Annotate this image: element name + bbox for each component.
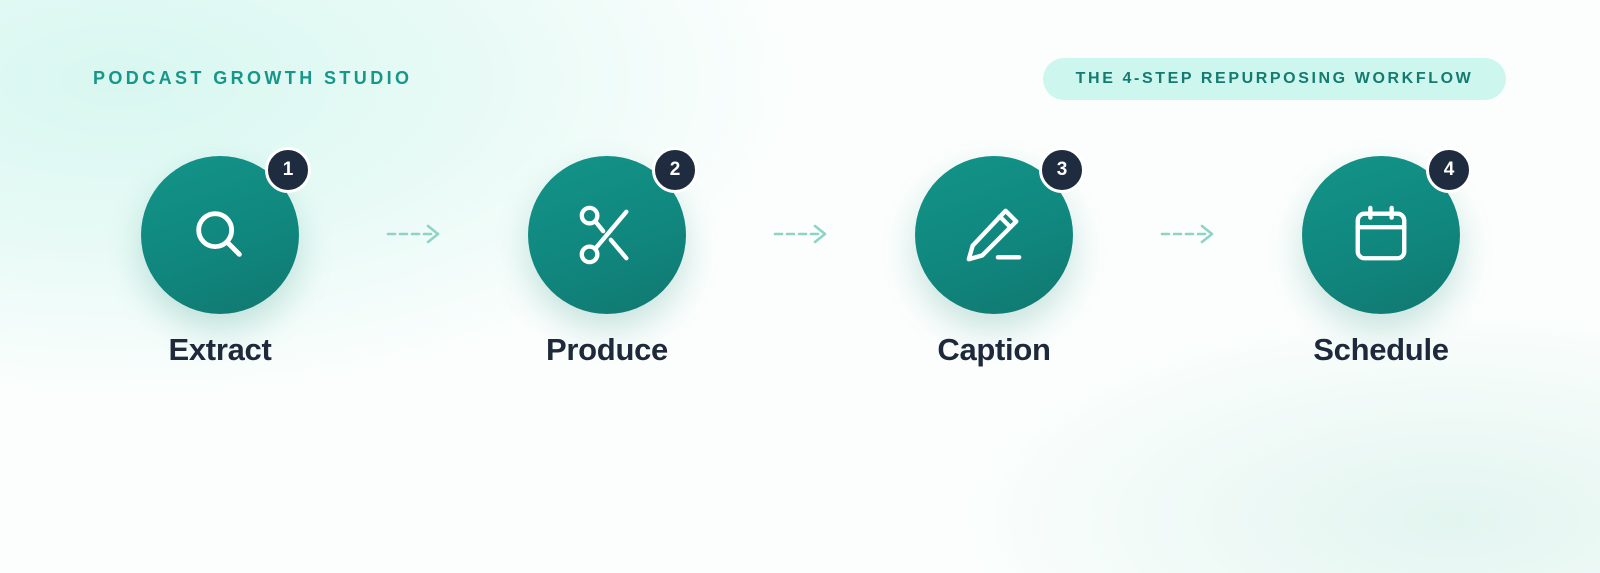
search-icon	[196, 211, 242, 257]
step-number-badge: 1	[265, 147, 311, 193]
step-label: Produce	[546, 332, 668, 367]
arrow-right-icon	[386, 224, 440, 244]
pencil-icon	[966, 208, 1022, 262]
step-label: Caption	[937, 332, 1051, 367]
scissors-icon	[579, 205, 629, 265]
step-circle: 2	[528, 147, 698, 314]
arrow-right-icon	[1160, 224, 1214, 244]
step-circle: 1	[141, 147, 311, 314]
brand-title: PODCAST GROWTH STUDIO	[93, 68, 413, 88]
arrow-right-icon	[773, 224, 827, 244]
step-number-badge: 4	[1426, 147, 1472, 193]
step-number-badge: 3	[1039, 147, 1085, 193]
step-circle: 4	[1302, 147, 1472, 314]
step-label: Schedule	[1313, 332, 1449, 367]
step-extract: 1 Extract	[90, 0, 350, 380]
step-number-badge: 2	[652, 147, 698, 193]
step-label: Extract	[168, 332, 272, 367]
step-produce: 2 Produce	[477, 0, 737, 380]
workflow-pill: THE 4-STEP REPURPOSING WORKFLOW	[1043, 58, 1506, 100]
step-schedule: 4 Schedule	[1251, 0, 1511, 380]
step-caption: 3 Caption	[864, 0, 1124, 380]
step-circle: 3	[915, 147, 1085, 314]
calendar-icon	[1355, 205, 1407, 261]
